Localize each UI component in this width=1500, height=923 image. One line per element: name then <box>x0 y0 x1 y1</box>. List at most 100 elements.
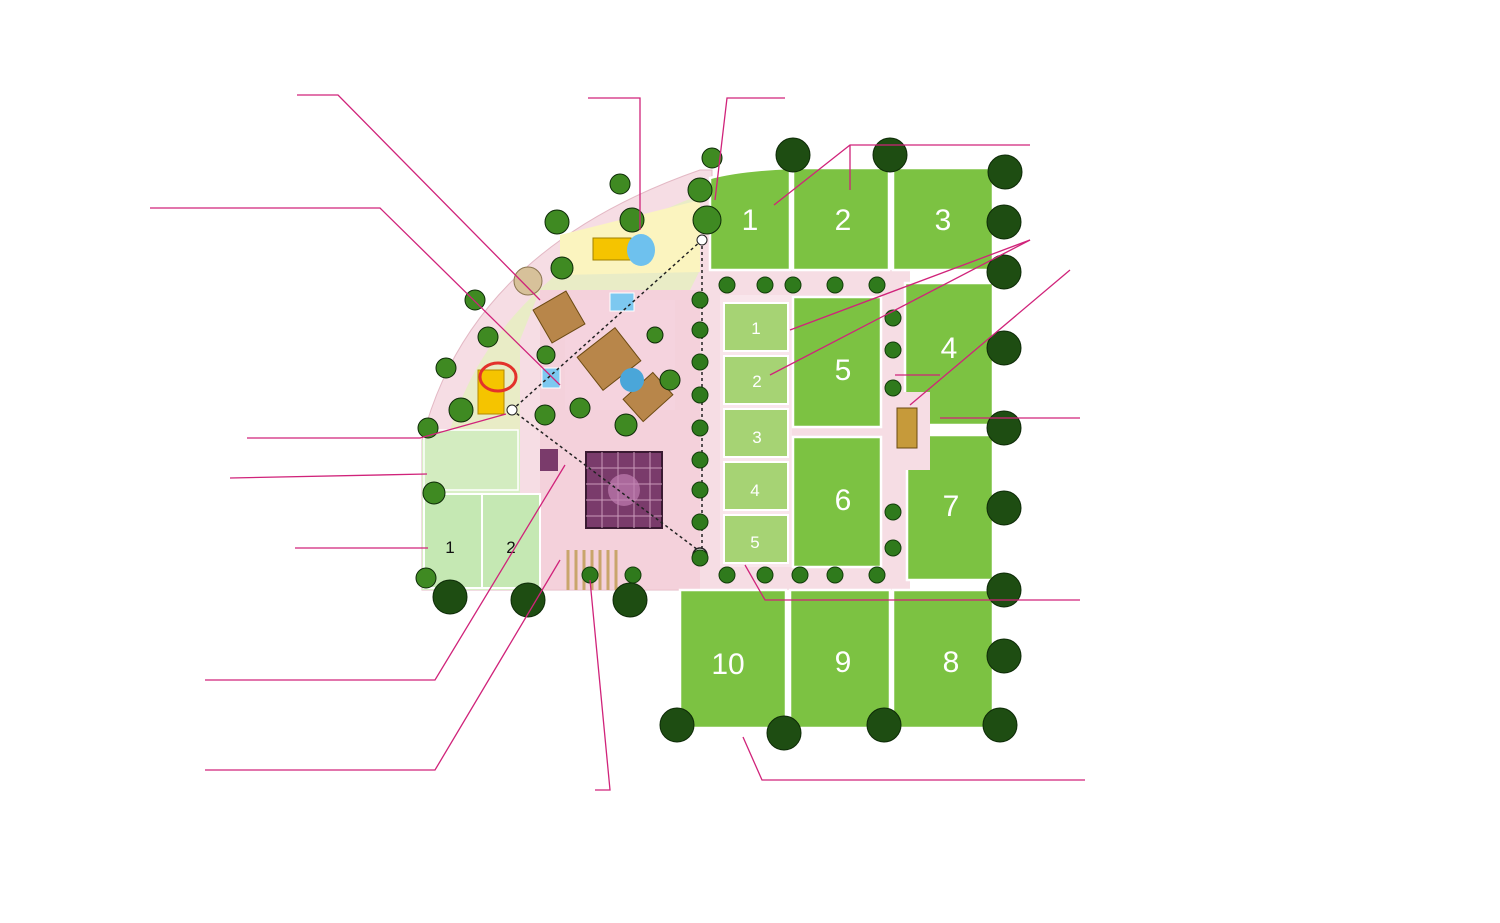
tree-canopy <box>866 707 902 743</box>
paintball-field-2 <box>791 166 891 272</box>
parking-left-text: Joint-Use Parking <box>315 287 410 301</box>
staging-registration-kiosk <box>513 266 543 296</box>
tree-canopy <box>544 209 570 235</box>
batting-item-1: Interactive / Visual Simulations <box>465 824 683 844</box>
vr-play-title: Virtual Augmented Reality Playgrounds <box>1038 135 1340 154</box>
laser-tag-field-2 <box>481 493 541 589</box>
core-item-4: Group Meeting Area <box>50 298 299 318</box>
tree-canopy <box>612 582 648 618</box>
water-item-1: All Ages <box>470 130 581 150</box>
splat-num-4: 4 <box>750 481 759 500</box>
path-tree <box>718 276 736 294</box>
lasertag-item-2: All Ages <box>50 600 245 620</box>
splat-field-1 <box>723 302 789 352</box>
core-item-5: Pro Retail Shop <box>50 318 299 338</box>
paintball-num-4: 4 <box>941 332 958 365</box>
vr-arcade-list: Immersive Experience - Travel, Education… <box>1038 244 1402 264</box>
splat-field-5 <box>723 514 789 564</box>
tree-canopy <box>986 572 1022 608</box>
callout-ropes: Ropes Course Multi-level Vertical and Ho… <box>50 758 289 839</box>
paintball-num-10: 10 <box>711 648 744 681</box>
path-tree <box>884 539 902 557</box>
core-item-1: Equipment Rental <box>50 240 299 260</box>
water-item-0: Two 25' Slides <box>470 110 580 130</box>
core-list: Administration Equipment Rental Food and… <box>50 220 299 396</box>
tree-canopy <box>872 137 908 173</box>
tree-canopy <box>986 410 1022 446</box>
path-tree <box>691 513 709 531</box>
paintball-item-2: Western, Armageddon, Trench Warfare, <box>1108 474 1373 492</box>
splat-num-5: 5 <box>750 533 759 552</box>
tree-canopy <box>619 207 645 233</box>
paintball-item-1: Thematic Backgrounds (Medieval, <box>1088 454 1372 474</box>
lasertag-list: 2 Fields Thematic Backgrounds All Ages 2… <box>50 561 245 639</box>
splat-item-1: Thematic Backgrounds (Jungle, Western, <box>1083 635 1390 655</box>
tree-canopy <box>614 413 638 437</box>
vr-play-item-1: Feels as you play <box>1066 177 1183 195</box>
extreme-title: Extreme Drop Zone <box>50 428 202 447</box>
splat-item-5: 150' X 100' Typ. (as shown) <box>1083 713 1390 733</box>
tree-canopy <box>986 638 1022 674</box>
path-tree <box>691 549 709 567</box>
paintball-field-10 <box>678 588 788 730</box>
staging-item-0: "Front Door" <box>50 109 337 129</box>
vr-play-list: 2 Interactive gaming playgrounds Feels a… <box>1038 157 1340 216</box>
zip-tower-2 <box>506 404 518 416</box>
tree-canopy <box>775 137 811 173</box>
callout-bazooka: Bazooka Ball Foam Balls Minimal Impact, … <box>75 468 271 529</box>
rock-item-1: Beginner to Advanced Users <box>55 714 259 734</box>
landscape-item-0: Along Umbarger Road <box>1090 791 1313 811</box>
play-ring <box>478 361 518 393</box>
core-title: Core Area <box>50 198 129 217</box>
splat-item-3: Younger Groups (7-12 Years Old) <box>1083 674 1390 694</box>
paintball-num-5: 5 <box>835 354 852 387</box>
core-building-roof-left <box>532 290 586 344</box>
splat-field-4 <box>723 461 789 511</box>
callout-landscape: Landscape Screening Along Umbarger Road … <box>1090 769 1313 850</box>
parking-label-top: Joint-Use Parking <box>640 93 700 123</box>
path-tree <box>884 379 902 397</box>
callout-splat: Splat Themed Fields 5 Fields Thematic Ba… <box>1083 593 1390 733</box>
staging-item-2: Visual Integration with New Development <box>50 148 337 168</box>
tree-canopy <box>766 715 802 751</box>
paintball-field-6 <box>791 435 883 569</box>
lasertag-item-1: Thematic Backgrounds <box>50 581 245 601</box>
parking-label-left: Joint-Use Parking <box>315 287 445 302</box>
path-tree <box>691 451 709 469</box>
batting-item-0: 10 Cages <box>465 804 683 824</box>
tree-canopy <box>510 582 546 618</box>
laser-field-label-1: 1 <box>445 538 454 557</box>
bazooka-title: Bazooka Ball <box>75 468 177 487</box>
callout-water: Water Slides Two 25' Slides All Ages <box>470 88 581 149</box>
splat-fields <box>723 302 789 564</box>
paintball-num-7: 7 <box>943 490 960 523</box>
paintball-field-5 <box>791 295 883 429</box>
callout-field-connectivity: Field Connectivity/Services 50' - 75' Wi… <box>1080 271 1352 411</box>
bazooka-item-1: Minimal Impact, No mess <box>103 510 272 528</box>
path-tree <box>884 503 902 521</box>
callout-staging: Staging and Registration "Front Door" Hi… <box>50 87 337 168</box>
tree-canopy <box>417 417 439 439</box>
field-conn-item-4: Field Offices <box>1108 372 1192 390</box>
staging-item-1: Highly Visible / Branded / Amenities <box>50 129 337 149</box>
callout-vr-arcades: Virtual Reality Arcades Immersive Experi… <box>1038 222 1402 264</box>
core-item-0: Administration <box>50 220 299 240</box>
splat-num-2: 2 <box>752 372 761 391</box>
callout-paintball: Themed Paintball Fields 10 Fields Themat… <box>1088 412 1372 552</box>
field-conn-item-5: Food and Beverage <box>1108 391 1240 409</box>
paintball-num-3: 3 <box>935 204 952 237</box>
tree-canopy <box>432 579 468 615</box>
path-tree <box>868 276 886 294</box>
splash-pool <box>620 368 644 392</box>
staging-title: Staging and Registration <box>50 87 241 106</box>
field-conn-item-2: Amenities <box>1108 333 1174 351</box>
ropes-item-1: Vertical and Horizontal Integration <box>50 800 289 820</box>
path-tree <box>718 566 736 584</box>
tree-canopy <box>448 397 474 423</box>
field-conn-item-0: 50' - 75' Wide Path <box>1108 294 1234 311</box>
path-tree <box>691 419 709 437</box>
core-item-2: Food and Beverages <box>50 259 299 279</box>
bazooka-ball-field <box>423 429 519 491</box>
field-services-building <box>896 407 918 449</box>
tree-canopy <box>609 173 631 195</box>
